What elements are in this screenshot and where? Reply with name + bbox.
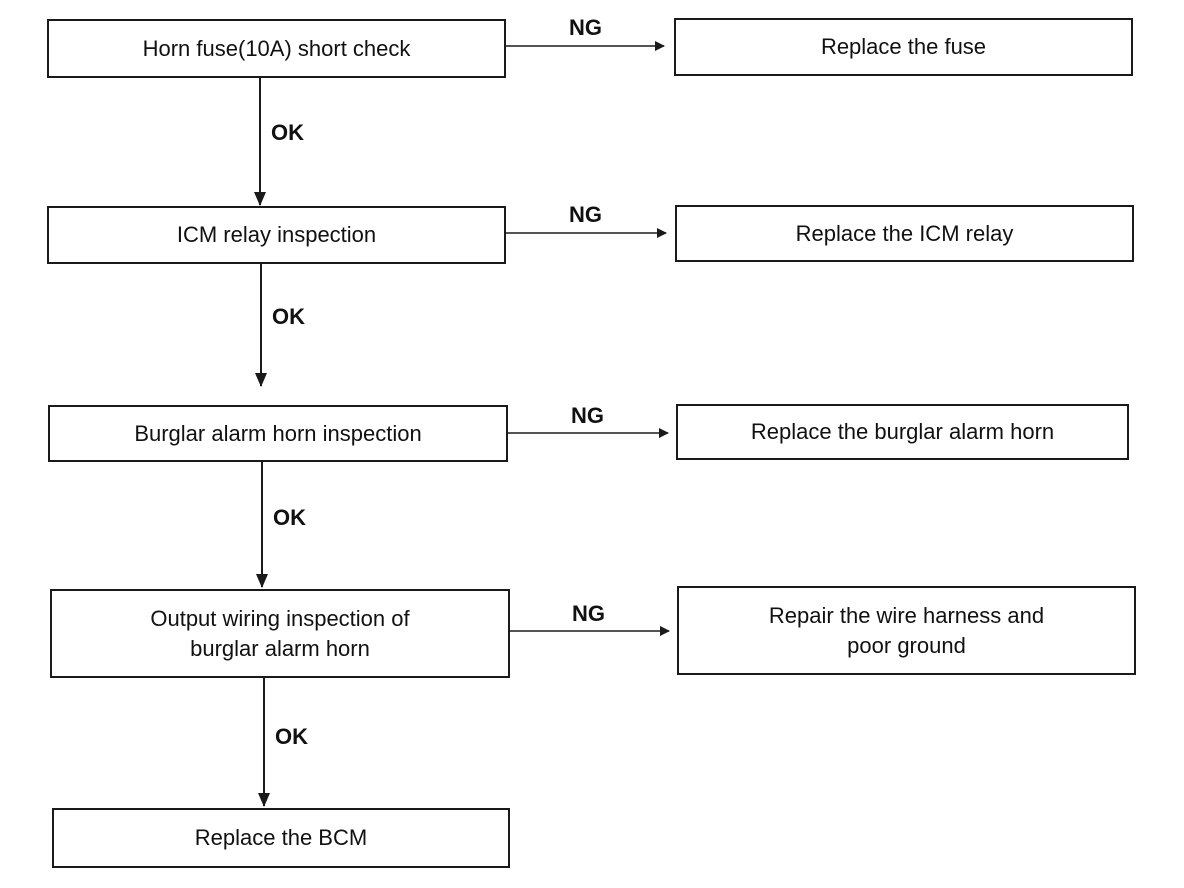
node-icm-relay-inspection: ICM relay inspection (47, 206, 506, 264)
node-output-wiring-inspection: Output wiring inspection of burglar alar… (50, 589, 510, 678)
edge-label-ng-3: NG (571, 403, 604, 428)
edge-label-ng-2: NG (569, 202, 602, 227)
edge-label-ok-1: OK (271, 120, 304, 145)
node-burglar-horn-inspection: Burglar alarm horn inspection (48, 405, 508, 462)
node-horn-fuse-check: Horn fuse(10A) short check (47, 19, 506, 78)
node-replace-icm-relay: Replace the ICM relay (675, 205, 1134, 262)
node-replace-fuse: Replace the fuse (674, 18, 1133, 76)
edge-label-ok-2: OK (272, 304, 305, 329)
node-replace-burglar-horn: Replace the burglar alarm horn (676, 404, 1129, 460)
edge-label-ng-1: NG (569, 15, 602, 40)
node-repair-wire-harness: Repair the wire harness and poor ground (677, 586, 1136, 675)
edge-label-ok-4: OK (275, 724, 308, 749)
edge-label-ng-4: NG (572, 601, 605, 626)
edge-label-ok-3: OK (273, 505, 306, 530)
node-replace-bcm: Replace the BCM (52, 808, 510, 868)
